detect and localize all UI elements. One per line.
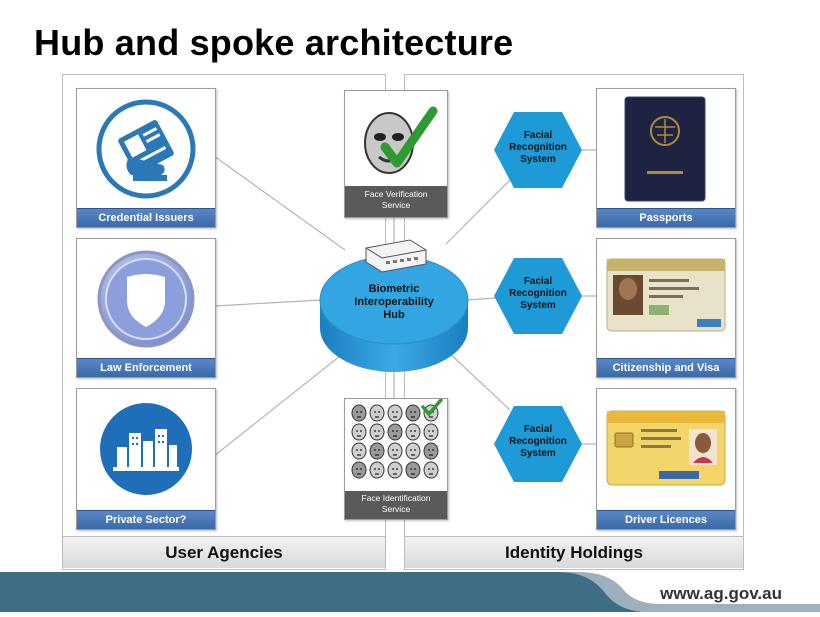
user-agencies-label: User Agencies (63, 536, 385, 568)
face-identification-service: Face Identification Service (344, 398, 448, 520)
hex-label-2: Facial Recognition System (509, 276, 567, 311)
police-badge-icon (97, 250, 195, 348)
footer-url: www.ag.gov.au (660, 584, 782, 603)
footer-band (0, 572, 820, 612)
face-thumbnail (405, 461, 421, 479)
face-grid-icon (351, 398, 443, 479)
service-label: Face Verification Service (345, 186, 447, 217)
face-thumbnail (423, 442, 439, 460)
face-thumbnail (351, 461, 367, 479)
connector-credential (213, 155, 346, 251)
network-switch-icon (365, 239, 427, 273)
driver-licences-card: Driver Licences (596, 388, 736, 530)
hexagon-3 (494, 406, 582, 482)
card-label: Passports (597, 208, 735, 227)
face-thumbnail (369, 423, 385, 441)
face-thumbnail (369, 442, 385, 460)
face-thumbnail (351, 442, 367, 460)
face-thumbnail (387, 423, 403, 441)
visa-card-icon (606, 258, 726, 332)
face-thumbnail (387, 442, 403, 460)
face-thumbnail (369, 461, 385, 479)
card-label: Driver Licences (597, 510, 735, 529)
service-label: Face Identification Service (345, 491, 447, 519)
face-thumbnail (351, 404, 367, 422)
face-thumbnail (387, 461, 403, 479)
face-thumbnail (423, 423, 439, 441)
card-label: Citizenship and Visa (597, 358, 735, 377)
connector-law (213, 299, 323, 307)
card-label: Private Sector? (77, 510, 215, 529)
connector-hex-2 (465, 297, 497, 301)
face-thumbnail (405, 404, 421, 422)
card-label: Law Enforcement (77, 358, 215, 377)
face-verification-service: Face Verification Service (344, 90, 448, 218)
hexagon-2 (494, 258, 582, 334)
connector-hex-3 (445, 349, 511, 411)
credential-icon (96, 99, 196, 199)
face-thumbnail (387, 404, 403, 422)
face-thumbnail (423, 461, 439, 479)
card-label: Credential Issuers (77, 208, 215, 227)
page-title: Hub and spoke architecture (34, 22, 514, 63)
identity-holdings-label: Identity Holdings (405, 536, 743, 568)
driver-licence-icon (606, 410, 726, 486)
city-skyline-icon (100, 403, 192, 495)
hex-label-3: Facial Recognition System (509, 424, 567, 459)
passport-icon (624, 96, 706, 202)
private-sector-card: Private Sector? (76, 388, 216, 530)
face-thumbnail (369, 404, 385, 422)
face-thumbnail (351, 423, 367, 441)
face-thumbnail (405, 442, 421, 460)
credential-issuers-card: Credential Issuers (76, 88, 216, 228)
hub-cylinder (319, 239, 469, 372)
law-enforcement-card: Law Enforcement (76, 238, 216, 378)
citizenship-visa-card: Citizenship and Visa (596, 238, 736, 378)
hub-label: Biometric Interoperability Hub (354, 283, 434, 321)
connector-private (213, 351, 346, 457)
passports-card: Passports (596, 88, 736, 228)
face-thumbnail (405, 423, 421, 441)
connector-hex-1 (445, 179, 511, 245)
hex-label-1: Facial Recognition System (509, 130, 567, 165)
check-icon (421, 398, 443, 417)
face-check-icon (364, 106, 438, 174)
hexagon-1 (494, 112, 582, 188)
